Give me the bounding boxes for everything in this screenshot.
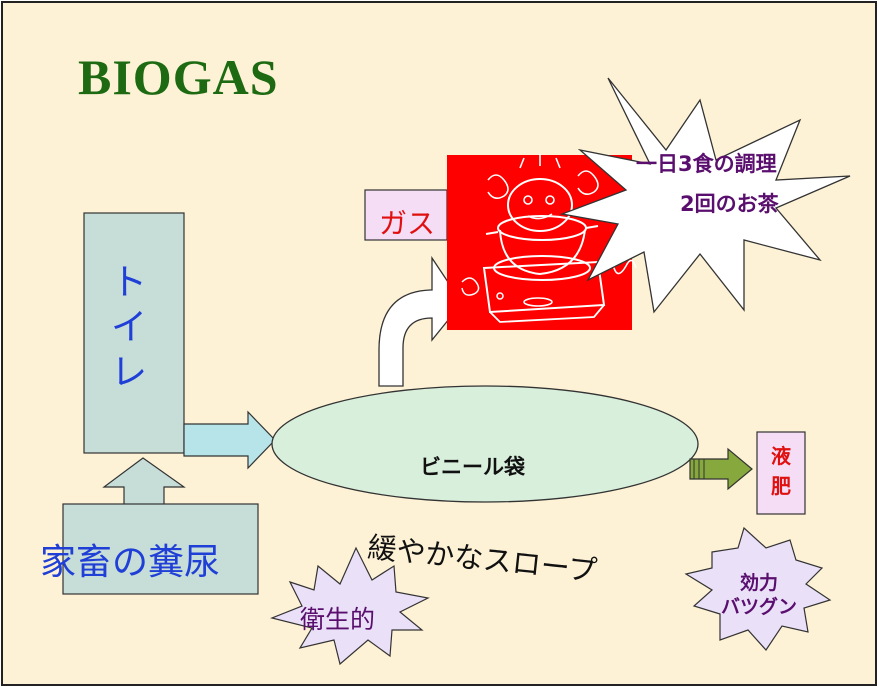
toilet-label-char-2: イ [110,307,147,348]
gas-pipe-arrow [378,255,463,387]
stove-illustration [447,154,637,330]
toilet-box [83,212,185,454]
toilet-label-char-3: レ [110,352,147,393]
cooking-line-2: 2回のお茶 [680,192,779,216]
bag-label: ビニール袋 [420,455,525,479]
burst-cooking [559,77,851,314]
arrow-toilet-to-bag [183,410,276,470]
fertilizer-tag [756,431,806,515]
burst-effect [684,526,832,651]
plastic-bag [271,385,699,503]
slide-title: BIOGAS [78,49,279,105]
toilet-label-char-1: ト [110,262,147,303]
gas-tag [364,189,448,241]
cooking-line-1: 一日3食の調理 [636,152,777,176]
burst-hygiene [270,546,430,666]
effect-line-2: バツグン [720,596,797,618]
hygiene-label: 衛生的 [300,605,376,634]
manure-label: 家畜の糞尿 [40,542,221,583]
fertilizer-char-2: 肥 [771,474,791,498]
arrow-bag-to-fertilizer [689,447,753,491]
effect-line-1: 効力 [739,572,778,594]
fertilizer-char-1: 液 [771,444,791,468]
manure-box [62,503,259,595]
gas-label: ガス [379,207,436,240]
